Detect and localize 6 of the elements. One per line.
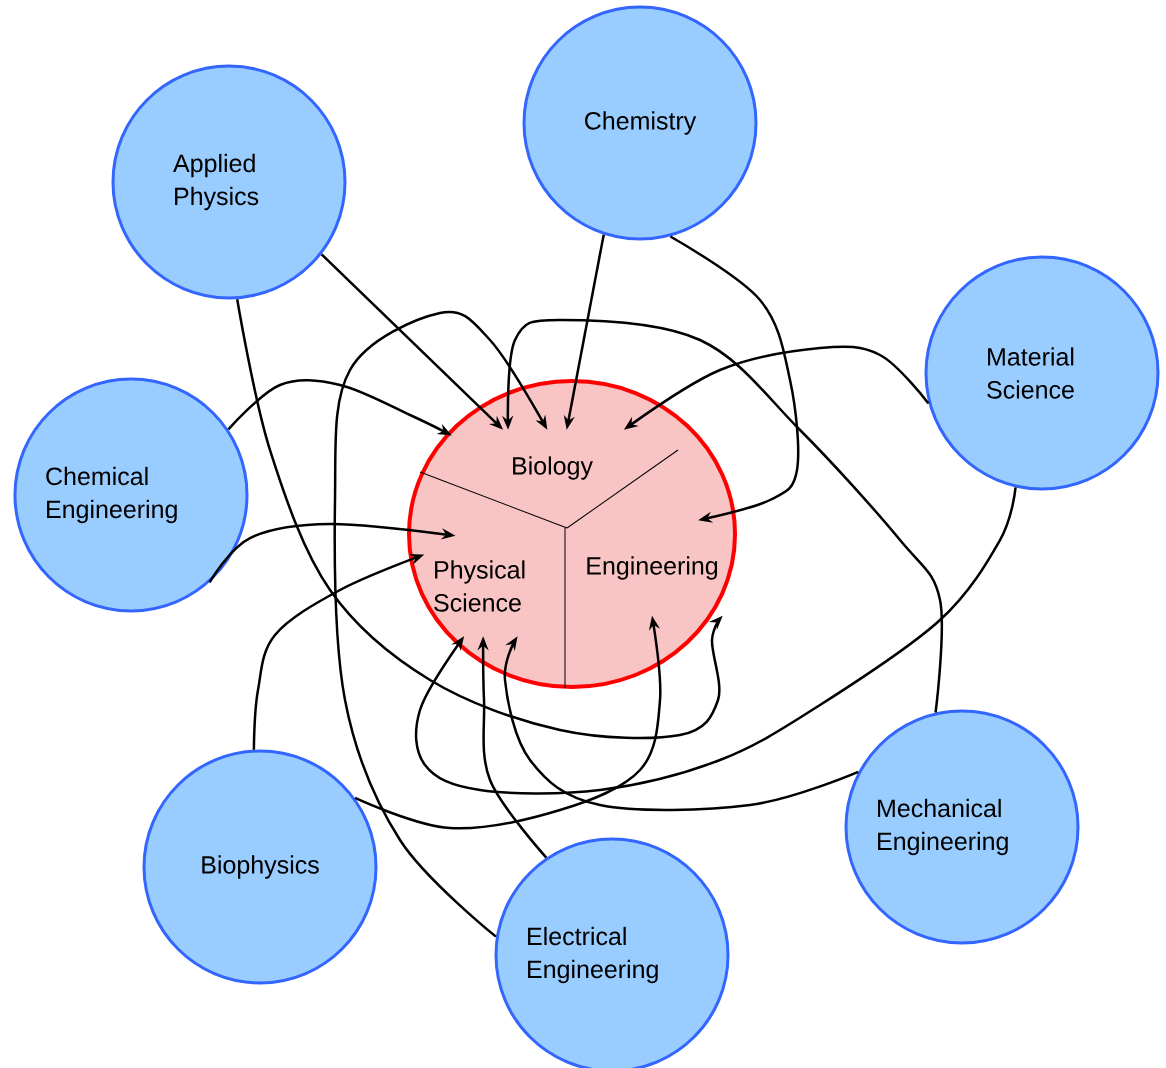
arrow — [669, 235, 800, 523]
center-circle — [407, 379, 737, 689]
sector-label: Biology — [513, 456, 593, 480]
sector-label: Physical Science — [434, 560, 525, 612]
arrow — [415, 487, 1017, 795]
sector-label: Engineering — [587, 556, 718, 580]
